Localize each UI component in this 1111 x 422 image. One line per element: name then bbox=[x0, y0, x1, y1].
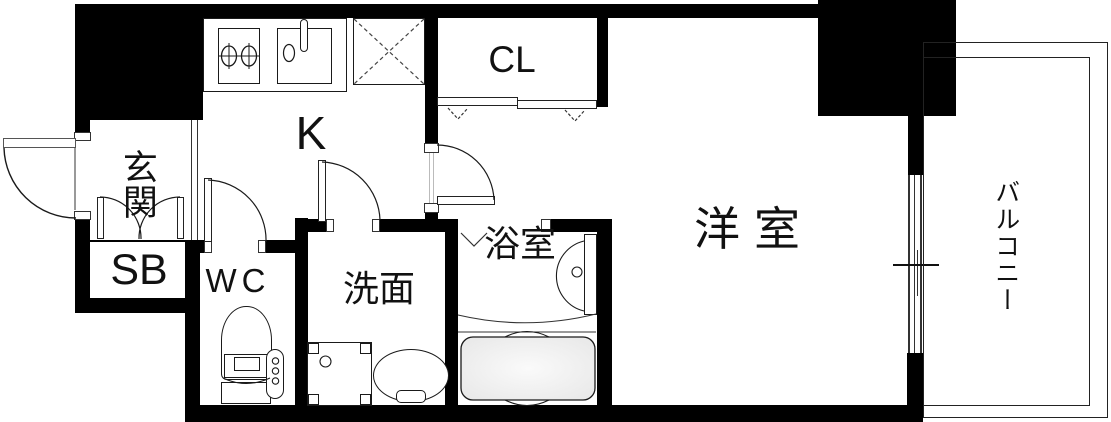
wall-top bbox=[75, 4, 956, 18]
refrigerator-space-icon bbox=[353, 18, 425, 85]
kitchen-door-opening bbox=[425, 153, 438, 203]
toilet-tank bbox=[221, 382, 271, 404]
wall-left-lower bbox=[75, 220, 90, 313]
entrance-jamb-top bbox=[74, 132, 91, 141]
westernroom-door-arc bbox=[436, 144, 495, 201]
wall-sb-bottom bbox=[75, 298, 200, 313]
faucet-icon bbox=[300, 19, 308, 52]
genkan-step-line-inner bbox=[197, 120, 198, 240]
washroom-door-jamb-left bbox=[326, 219, 334, 232]
wall-right-upper bbox=[908, 116, 923, 175]
washroom-door-panel bbox=[318, 160, 326, 222]
wall-closet-right bbox=[597, 12, 608, 107]
bathtub-head-curves bbox=[504, 330, 550, 407]
bathroom-door-opening bbox=[458, 219, 550, 232]
washer-pan-corner-1 bbox=[308, 343, 319, 354]
washroom-door-jamb-right bbox=[372, 219, 380, 232]
bathtub-icon bbox=[460, 336, 596, 401]
wall-kitchen-door-upper bbox=[425, 12, 438, 153]
wall-wc-left bbox=[185, 240, 200, 422]
shoebox-front-line bbox=[90, 240, 185, 242]
room-label-bathroom: 浴室 bbox=[483, 222, 556, 264]
washer-pan-corner-2 bbox=[360, 343, 371, 354]
wall-left-upper bbox=[75, 4, 90, 132]
wall-bottom bbox=[185, 405, 923, 422]
window-center-tick bbox=[893, 264, 939, 266]
balcony-outline-inner bbox=[923, 57, 1090, 406]
kitchen-door-jamb-top bbox=[424, 143, 439, 153]
kitchen-door-jamb-bottom bbox=[424, 203, 439, 213]
wash-basin-front bbox=[396, 390, 426, 403]
room-label-genkan: 玄関 bbox=[117, 149, 157, 219]
closet-door-notch-left bbox=[447, 107, 469, 120]
wall-washroom-left bbox=[295, 218, 308, 422]
shoebox-door-panel-left bbox=[97, 197, 104, 239]
shoebox-door-panel-right bbox=[177, 197, 184, 239]
closet-door-notch-right bbox=[564, 109, 586, 122]
wall-block-top-left bbox=[75, 4, 203, 120]
closet-sliding-panel-right bbox=[517, 100, 597, 109]
westernroom-door-panel bbox=[437, 196, 495, 205]
kitchen-door-track-2 bbox=[433, 153, 434, 203]
bathroom-door-jamb-right bbox=[541, 219, 551, 232]
washer-pan-corner-3 bbox=[308, 394, 319, 405]
wall-right-lower bbox=[907, 353, 923, 422]
washroom-door-opening bbox=[326, 219, 380, 232]
window-overlap-line bbox=[917, 250, 918, 296]
bathroom-floor-curve bbox=[457, 313, 597, 324]
closet-sliding-panel-left bbox=[437, 97, 518, 106]
room-label-kitchen: K bbox=[295, 106, 327, 159]
entrance-opening bbox=[75, 132, 90, 220]
genkan-step-line-outer bbox=[191, 120, 192, 240]
wall-westernroom-left bbox=[597, 219, 612, 422]
bath-counter-drain bbox=[571, 266, 583, 278]
entrance-jamb-bottom bbox=[74, 211, 91, 220]
room-label-wc: WC bbox=[205, 262, 271, 300]
stove-icon bbox=[218, 28, 260, 84]
wc-door-opening bbox=[204, 240, 266, 253]
entrance-door-arc bbox=[3, 147, 77, 219]
wc-door-arc bbox=[207, 179, 267, 243]
entrance-door-closed-line bbox=[74, 148, 76, 210]
entrance-door-panel bbox=[3, 138, 76, 148]
washer-pan-corner-4 bbox=[360, 394, 371, 405]
kitchen-door-track-1 bbox=[429, 153, 430, 203]
room-label-washroom: 洗面 bbox=[342, 267, 415, 309]
wc-door-jamb-right bbox=[258, 240, 266, 253]
room-label-closet: CL bbox=[488, 39, 536, 81]
washroom-door-arc bbox=[321, 161, 381, 221]
wall-block-top-right bbox=[818, 0, 956, 116]
wc-door-panel bbox=[204, 178, 212, 242]
toilet-control-panel bbox=[266, 349, 284, 399]
toilet-seat-inner bbox=[234, 357, 260, 371]
room-label-balcony: バルコニー bbox=[991, 178, 1020, 314]
room-label-western-room: 洋室 bbox=[694, 202, 814, 255]
room-label-shoebox: SB bbox=[110, 246, 168, 295]
